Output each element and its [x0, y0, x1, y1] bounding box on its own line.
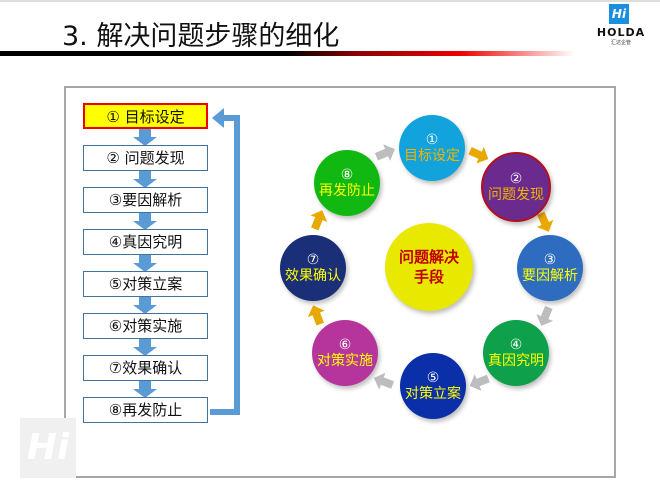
logo-name: HOLDA — [596, 26, 646, 39]
node-label: 目标设定 — [404, 147, 460, 164]
logo-subtitle: 汇达企管 — [610, 40, 631, 46]
down-arrow-icon — [133, 129, 157, 146]
cycle-arrow-icon — [373, 372, 395, 390]
node-number: ③ — [543, 251, 557, 268]
down-arrow-icon — [133, 381, 157, 398]
cycle-arrows — [307, 144, 554, 391]
holda-logo: Hi HOLDA 汇达企管 — [586, 4, 656, 48]
cycle-arrow-icon — [469, 374, 490, 391]
cycle-arrow-icon — [536, 211, 554, 232]
step-down-arrows — [133, 129, 157, 398]
down-arrow-icon — [133, 297, 157, 314]
page-title: 3. 解决问题步骤的细化 — [62, 21, 340, 52]
cycle-arrow-icon — [374, 144, 395, 161]
step-6-countermeasure-implement[interactable]: ⑥对策实施 — [83, 313, 208, 339]
center-line-1: 问题解决 — [398, 248, 459, 266]
step-7-effect-confirm[interactable]: ⑦效果确认 — [83, 355, 208, 381]
watermark-logo: Hi — [20, 418, 76, 478]
node-number: ④ — [509, 336, 523, 353]
node-number: ⑥ — [338, 336, 352, 353]
cycle-arrow-icon — [536, 305, 554, 326]
node-label: 问题发现 — [488, 186, 544, 203]
cycle-arrow-icon — [307, 305, 325, 326]
node-number: ① — [425, 131, 439, 148]
node-label: 真因究明 — [488, 352, 544, 369]
step-3-cause-analysis[interactable]: ③要因解析 — [83, 187, 208, 213]
node-number: ⑧ — [340, 166, 354, 183]
loop-arrow-head-icon — [212, 108, 224, 128]
content-frame — [64, 86, 616, 478]
down-arrow-icon — [133, 339, 157, 356]
down-arrow-icon — [133, 171, 157, 188]
node-label: 再发防止 — [319, 182, 375, 199]
step-1-goal-setting[interactable]: ① 目标设定 — [83, 103, 208, 129]
step-5-countermeasure-plan[interactable]: ⑤对策立案 — [83, 271, 208, 297]
top-border — [0, 0, 660, 2]
down-arrow-icon — [133, 255, 157, 272]
step-8-recurrence-prevention[interactable]: ⑧再发防止 — [83, 397, 208, 423]
node-label: 对策实施 — [317, 352, 373, 369]
down-arrow-icon — [133, 213, 157, 230]
node-label: 效果确认 — [285, 267, 341, 284]
node-number: ⑦ — [306, 251, 320, 268]
step-2-problem-discovery[interactable]: ② 问题发现 — [83, 145, 208, 171]
node-label: 要因解析 — [522, 267, 578, 284]
step-4-root-cause[interactable]: ④真因究明 — [83, 229, 208, 255]
center-circle: 问题解决 手段 — [385, 223, 473, 311]
title-underline — [0, 51, 575, 56]
cycle-arrow-icon — [310, 210, 328, 231]
center-line-2: 手段 — [413, 268, 444, 286]
cycle-arrow-icon — [468, 147, 489, 164]
loop-back-arrow — [210, 115, 240, 415]
node-label: 对策立案 — [405, 385, 461, 402]
node-number: ⑤ — [426, 369, 440, 386]
logo-mark: Hi — [609, 4, 629, 24]
node-number: ② — [509, 170, 523, 187]
